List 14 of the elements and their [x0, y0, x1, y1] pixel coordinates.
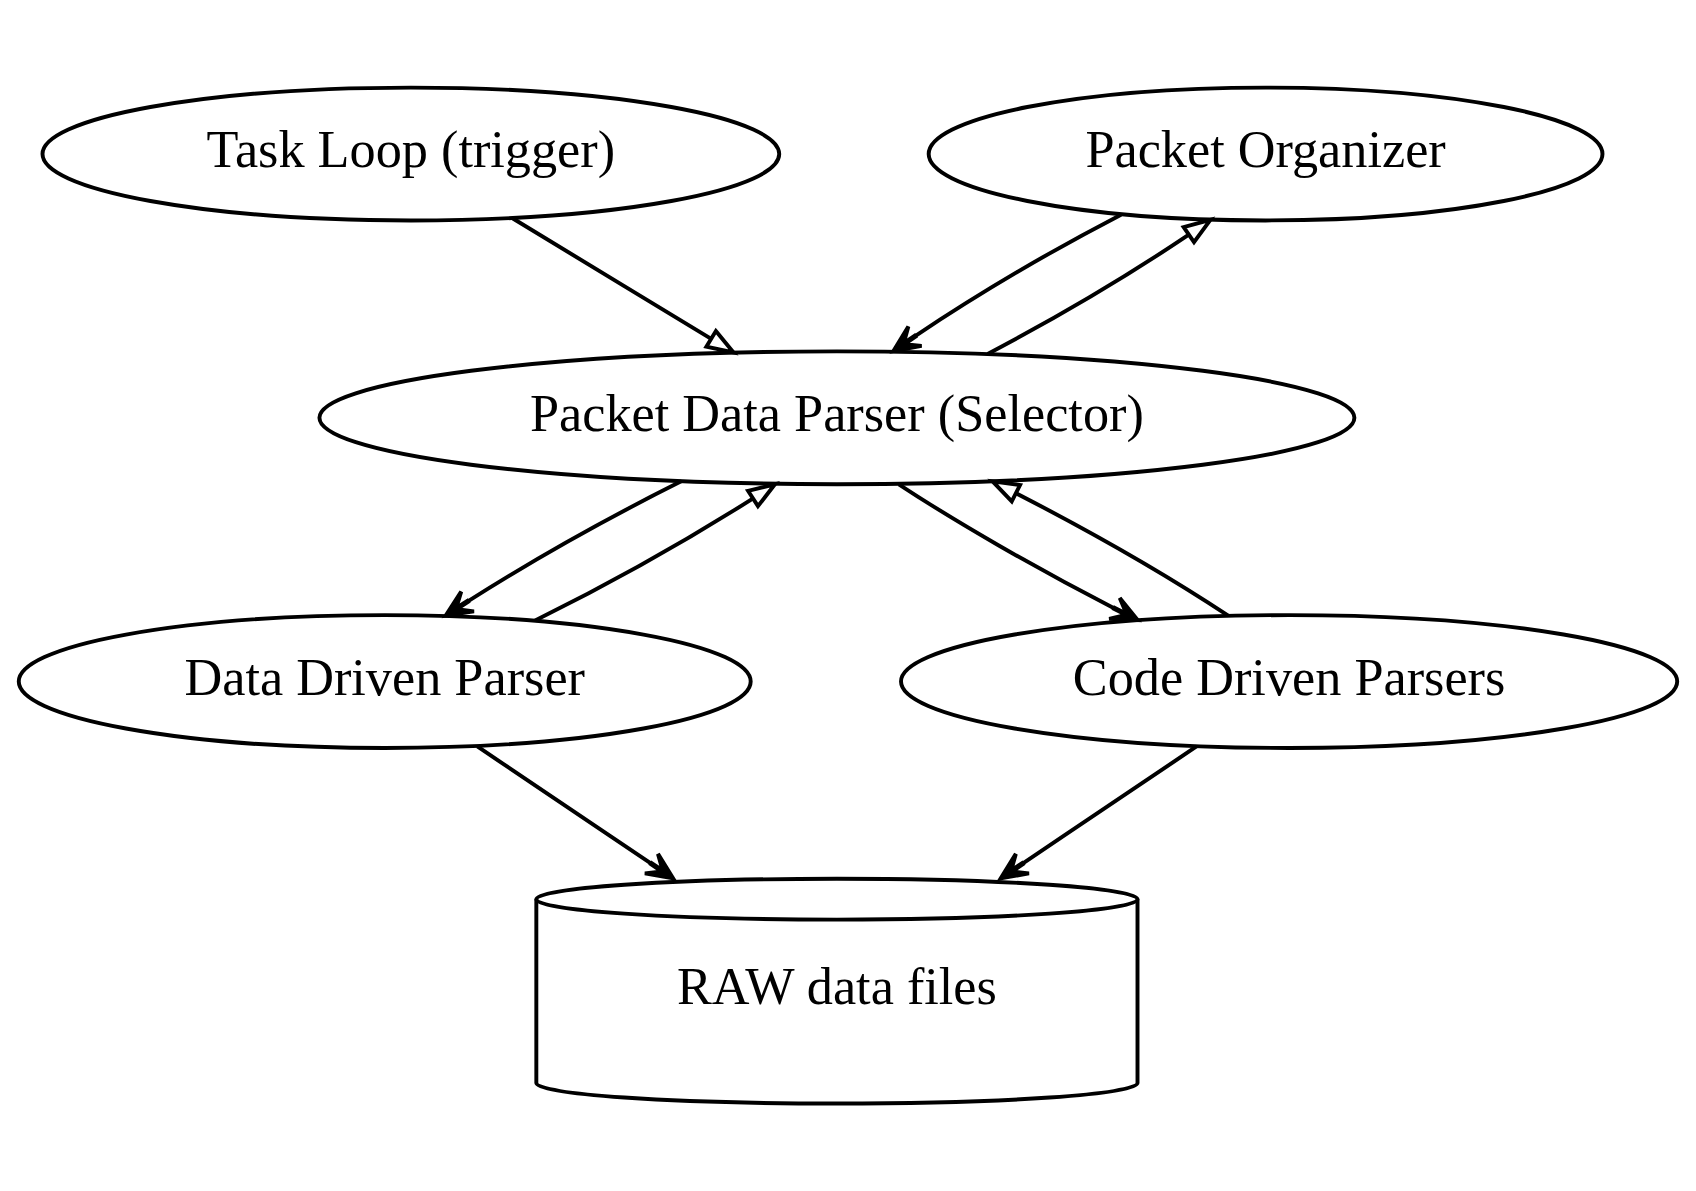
- node-ellipse: Task Loop (trigger): [40, 85, 782, 223]
- arrow: [987, 478, 1230, 618]
- node-ellipse: Packet Data Parser (Selector): [317, 349, 1357, 487]
- arrow: [443, 479, 683, 618]
- node-ellipse: Data Driven Parser: [16, 613, 753, 750]
- arrow: [998, 744, 1198, 881]
- arrow: [511, 216, 739, 356]
- node-ellipse: Code Driven Parsers: [899, 613, 1680, 750]
- arrow: [986, 216, 1216, 356]
- arrow: [534, 481, 780, 623]
- arrow: [476, 744, 676, 881]
- arrow: [897, 482, 1140, 623]
- node-ellipse: Packet Organizer: [926, 85, 1605, 223]
- arrow: [891, 212, 1122, 353]
